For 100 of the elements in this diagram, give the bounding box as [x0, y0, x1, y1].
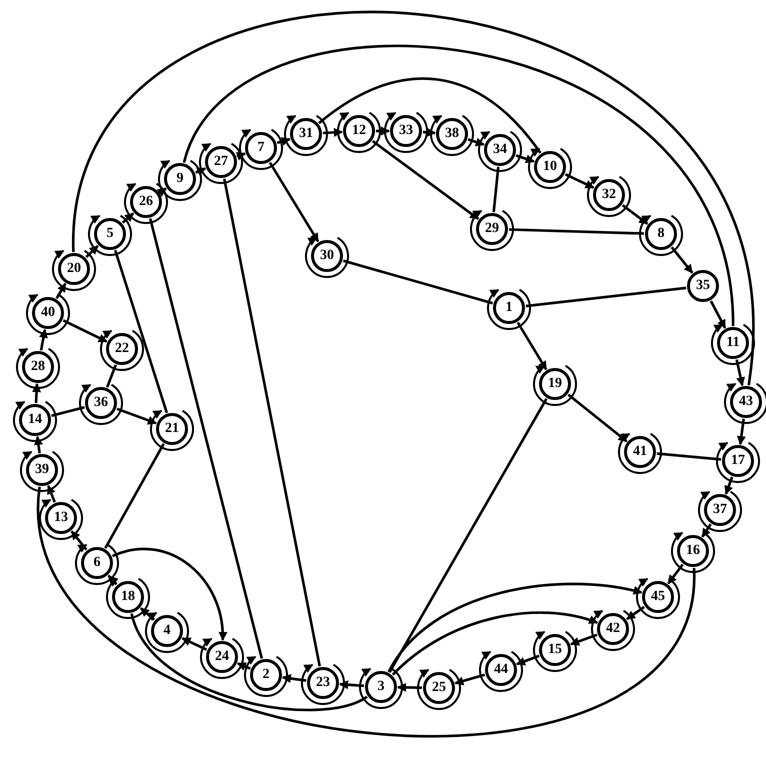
connector-line [223, 178, 321, 667]
arrow [62, 319, 108, 343]
state-circle [58, 253, 90, 285]
connector-line [148, 218, 264, 659]
arrow [724, 476, 734, 495]
connector-line [38, 486, 696, 738]
self-loop-arrow [618, 432, 662, 474]
state-circle [539, 368, 571, 400]
node-number: 4 [164, 624, 170, 638]
arrow [34, 436, 43, 454]
self-loop-arrow [639, 214, 683, 256]
self-loop-arrow [587, 176, 631, 217]
state-circle [26, 454, 58, 486]
self-loop-arrow [591, 610, 635, 651]
node-number: 21 [165, 422, 179, 436]
connector-line [130, 613, 368, 712]
arrow [567, 394, 628, 442]
arrow [701, 523, 712, 538]
node-number: 7 [258, 141, 264, 155]
arrow [736, 418, 746, 446]
arrow [282, 674, 306, 683]
arrow [468, 138, 485, 146]
node-number: 41 [633, 445, 647, 459]
state-circle [130, 186, 162, 218]
arrow [388, 582, 642, 672]
self-loop-arrow [26, 294, 70, 335]
self-loop-arrow [470, 210, 514, 251]
arrow [322, 128, 343, 137]
node-number: 43 [739, 395, 753, 409]
self-loop-arrow [430, 114, 474, 156]
self-loop-arrow [199, 142, 243, 184]
arrow [516, 654, 540, 666]
node-number: 28 [31, 360, 45, 374]
self-loop-arrow [284, 114, 328, 156]
self-loop-arrow [150, 410, 194, 451]
state-circle [597, 613, 629, 645]
node-number: 17 [731, 454, 745, 468]
node-number: 33 [399, 124, 413, 138]
arrow [70, 530, 88, 551]
state-circle [534, 151, 566, 183]
node-number: 35 [696, 279, 710, 293]
arrow [195, 167, 206, 176]
state-circle [250, 659, 282, 691]
state-circle [539, 634, 571, 666]
arrow [372, 140, 480, 220]
state-circle [307, 667, 339, 699]
state-circle [206, 641, 238, 673]
node-number: 3 [378, 680, 384, 694]
connector-line [526, 286, 686, 308]
node-number: 44 [494, 663, 508, 677]
node-number: 5 [106, 227, 114, 241]
arrow [667, 564, 684, 584]
arrow [276, 137, 291, 146]
state-circle [436, 118, 468, 150]
arrow [55, 282, 67, 300]
self-loop-arrow [88, 214, 132, 256]
arrow [376, 126, 390, 136]
node-number: 20 [67, 262, 81, 276]
state-circle [484, 134, 516, 166]
node-number: 25 [432, 681, 446, 695]
arrow [570, 634, 598, 646]
node-number: 42 [606, 622, 620, 636]
arrow [422, 128, 436, 137]
node-number: 27 [214, 155, 228, 169]
node-number: 26 [139, 195, 153, 209]
state-circle [205, 146, 237, 178]
connector-line [182, 44, 734, 326]
node-number: 8 [658, 227, 664, 241]
node-number: 30 [320, 249, 334, 263]
self-loop-arrow [75, 544, 119, 585]
state-circle [311, 240, 343, 272]
arrow [710, 300, 726, 329]
node-number: 31 [299, 127, 313, 141]
self-loop-arrow [158, 160, 202, 201]
arrow [397, 682, 422, 692]
state-circle [722, 445, 754, 477]
node-number: 29 [485, 222, 499, 236]
arrow [236, 662, 251, 671]
self-loop-arrow [671, 532, 715, 573]
connector-line [51, 406, 85, 418]
connector-line [342, 259, 494, 305]
arrow [626, 606, 645, 620]
node-number: 36 [94, 396, 108, 410]
state-circle [290, 118, 322, 150]
connector-line [656, 452, 722, 461]
state-circle [423, 672, 455, 704]
arrow [116, 408, 157, 425]
self-loop-arrow [200, 638, 244, 679]
state-circle [687, 270, 719, 302]
self-loop-arrow [52, 250, 96, 291]
state-circle [593, 179, 625, 211]
state-circle [19, 404, 51, 436]
self-loop-arrow [533, 630, 577, 672]
connector-line [388, 398, 548, 673]
node-number: 14 [28, 413, 42, 427]
state-circle [485, 654, 517, 686]
arrow [122, 212, 134, 224]
self-loop-arrow [384, 112, 428, 153]
arrow [156, 187, 167, 197]
self-loop-arrow [301, 664, 345, 705]
